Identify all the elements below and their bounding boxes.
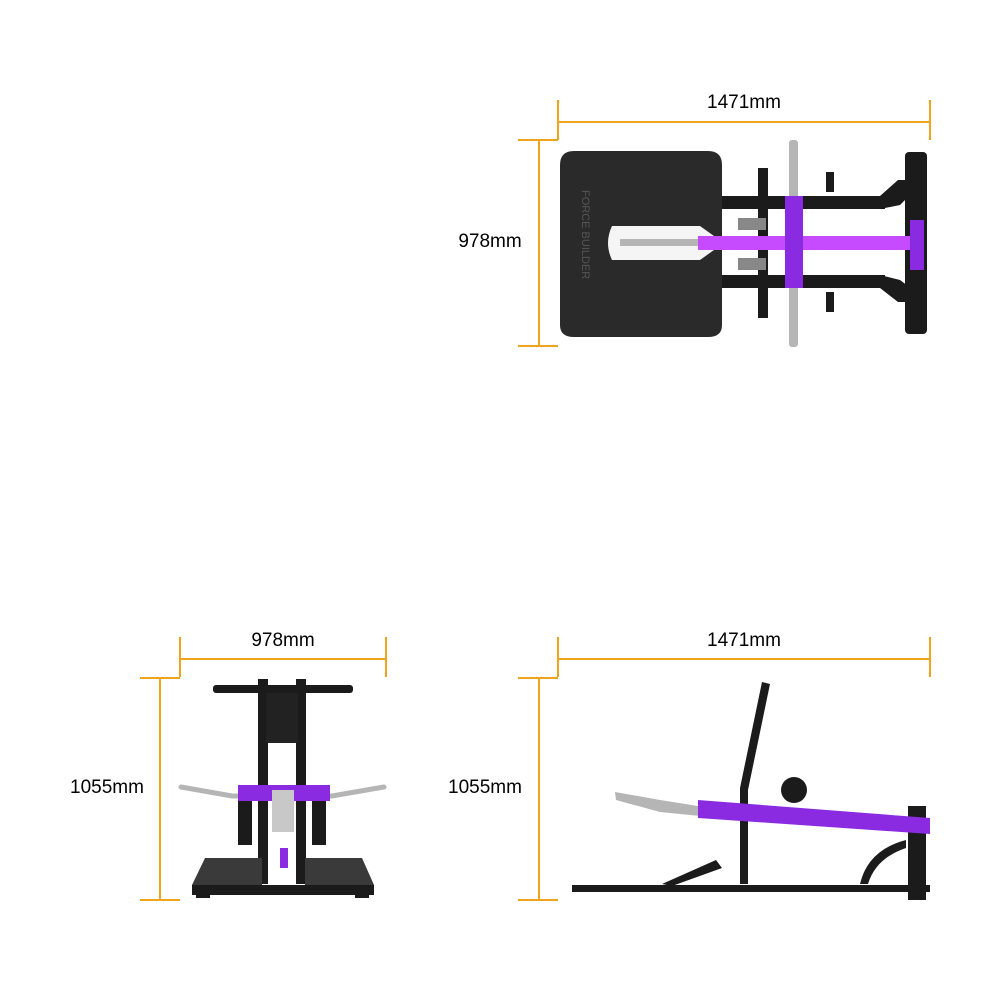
side-view-height-label: 1055mm <box>448 777 522 798</box>
front-view-handle <box>280 848 288 868</box>
side-view-footplate <box>615 792 700 816</box>
side-view-height-dimension <box>518 677 558 901</box>
side-view-weight-horn <box>781 777 807 803</box>
top-view: 1471mm 978mm FORCE BUILDER <box>458 92 931 347</box>
top-view-pad-logo: FORCE BUILDER <box>579 190 591 279</box>
front-view: 978mm 1055mm <box>70 630 387 901</box>
top-view-width-label: 1471mm <box>707 92 781 113</box>
front-view-pad <box>192 858 374 885</box>
front-view-lever-arm <box>238 785 330 832</box>
side-view-frame <box>572 682 930 900</box>
front-view-width-dimension <box>179 637 387 677</box>
front-view-width-label: 978mm <box>251 630 314 651</box>
front-view-height-label: 1055mm <box>70 777 144 798</box>
top-view-depth-label: 978mm <box>458 231 521 252</box>
top-view-lever-arm <box>620 196 924 288</box>
front-view-frame <box>192 679 374 898</box>
top-view-depth-dimension <box>518 139 558 347</box>
top-view-width-dimension <box>557 100 931 140</box>
side-view-length-dimension <box>557 637 931 677</box>
side-view: 1471mm 1055mm <box>448 630 931 901</box>
side-view-lever-arm <box>698 800 930 834</box>
side-view-length-label: 1471mm <box>707 630 781 651</box>
front-view-height-dimension <box>140 677 180 901</box>
